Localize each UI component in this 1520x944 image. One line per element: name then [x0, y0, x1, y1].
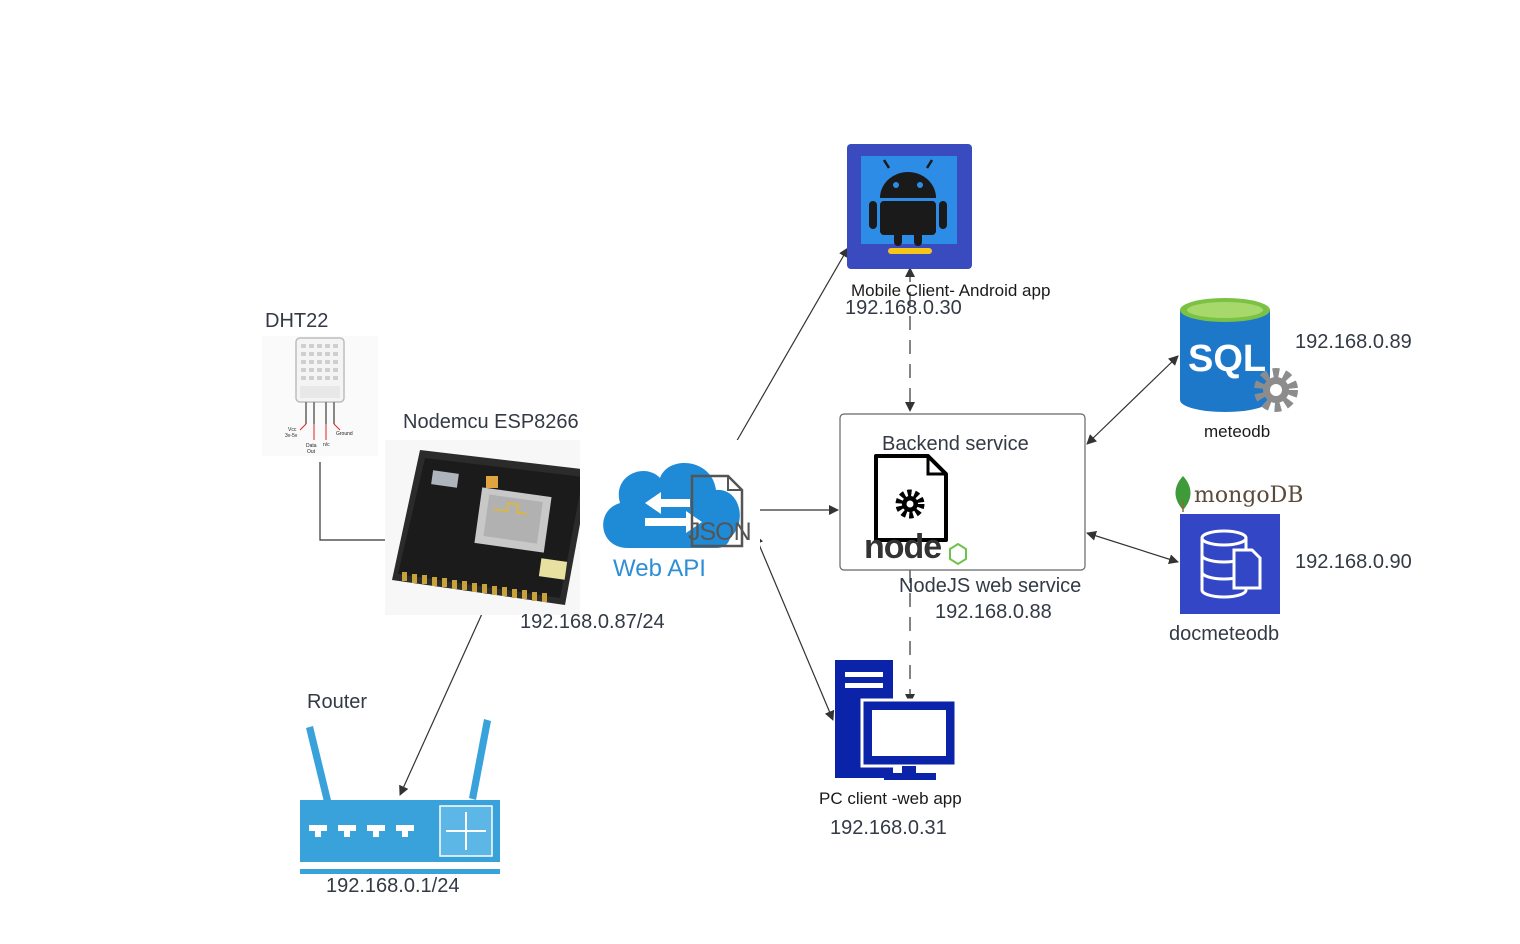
android-label: Mobile Client- Android app [851, 281, 1051, 300]
pc-ip: 192.168.0.31 [830, 817, 947, 839]
edge-backend-sql [1086, 355, 1179, 445]
settings-gear-icon [1254, 368, 1298, 412]
service-file-gear-icon [874, 454, 948, 542]
nodejs-logo-text: node [864, 528, 942, 566]
backend-label: Backend service [882, 433, 1029, 455]
sensor-pin-data: Data [306, 443, 317, 449]
sensor-pin-ground: Ground [336, 431, 353, 437]
mongodb-logo-text: mongoDB [1194, 483, 1304, 508]
json-file-icon [690, 474, 744, 548]
edge-webapi-pc [753, 534, 835, 721]
sql-database-icon [1180, 298, 1270, 412]
edge-backend-mongo [1086, 530, 1179, 565]
router-ip: 192.168.0.1/24 [326, 875, 460, 897]
mongo-ip: 192.168.0.90 [1295, 551, 1412, 573]
nodemcu-ip: 192.168.0.87/24 [520, 611, 665, 633]
nodejs-logo-icon [949, 542, 967, 566]
dht22-label: DHT22 [265, 310, 329, 332]
json-label: JSON [688, 518, 752, 546]
android-ip: 192.168.0.30 [845, 297, 962, 319]
sensor-pin-vcc: Vcc [288, 427, 297, 433]
router-label: Router [307, 691, 368, 713]
nodejs-service-label: NodeJS web service [899, 575, 1082, 597]
sql-logo-text: SQL [1188, 338, 1267, 380]
pc-label: PC client -web app [819, 789, 962, 808]
sensor-pin-nc: n/c [323, 442, 330, 448]
sql-db-label: meteodb [1204, 422, 1271, 441]
connectors [319, 247, 1179, 796]
pc-client-icon [835, 660, 958, 780]
document-database-icon [1180, 514, 1280, 614]
dht22-sensor-icon [262, 336, 378, 456]
nodemcu-label: Nodemcu ESP8266 [403, 411, 579, 433]
backend-ip: 192.168.0.88 [935, 601, 1052, 623]
sql-ip: 192.168.0.89 [1295, 331, 1412, 353]
edge-router-nodemcu [399, 584, 496, 796]
mongodb-leaf-icon [1175, 476, 1191, 512]
mongo-db-label: docmeteodb [1169, 623, 1280, 645]
cloud-icon [580, 440, 760, 620]
router-icon [300, 719, 500, 874]
sensor-pin-out: Out [307, 449, 316, 455]
android-app-icon [847, 144, 972, 269]
sensor-pin-voltage: 3v-5v [285, 433, 298, 439]
edge-webapi-android [719, 247, 849, 471]
web-api-label: Web API [613, 555, 706, 582]
